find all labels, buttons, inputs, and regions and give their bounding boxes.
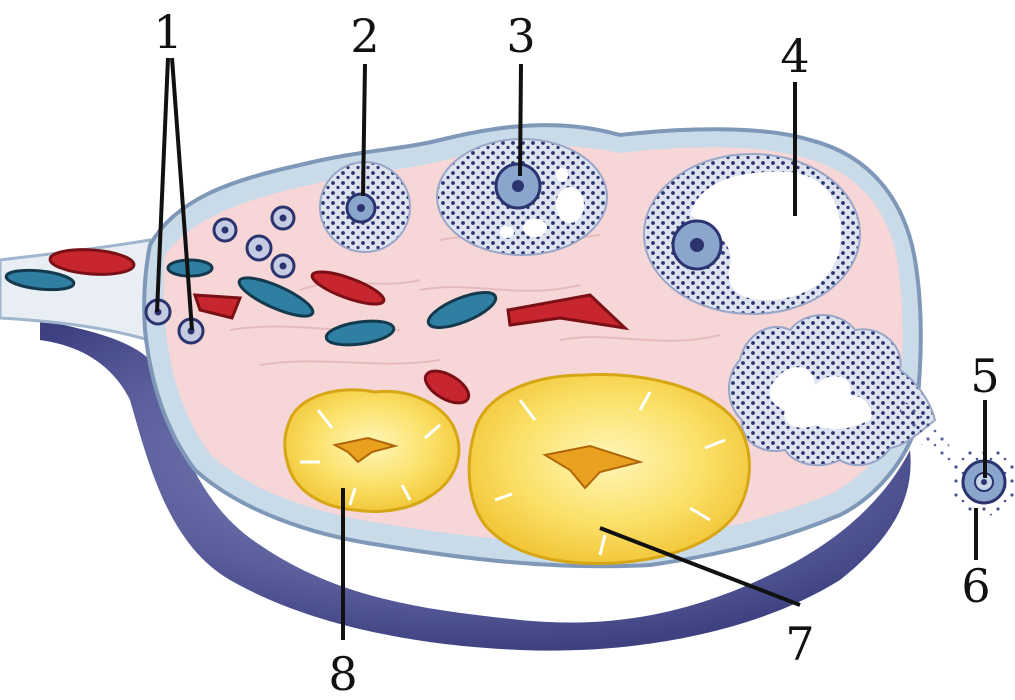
ruptured-follicle: [729, 315, 960, 470]
leader-line-3: [520, 64, 521, 176]
label-7: 7: [785, 617, 814, 671]
label-3: 3: [506, 9, 535, 63]
released-oocyte: [950, 448, 1015, 516]
label-2: 2: [350, 9, 379, 63]
leader-line-2: [363, 64, 365, 196]
label-4: 4: [780, 29, 809, 83]
mature-follicle: [644, 154, 860, 314]
corpus-luteum-large: [469, 375, 749, 564]
label-8: 8: [328, 647, 357, 700]
corpus-luteum-small: [285, 390, 459, 512]
label-6: 6: [961, 559, 990, 613]
label-5: 5: [970, 349, 999, 403]
label-1: 1: [153, 5, 182, 59]
